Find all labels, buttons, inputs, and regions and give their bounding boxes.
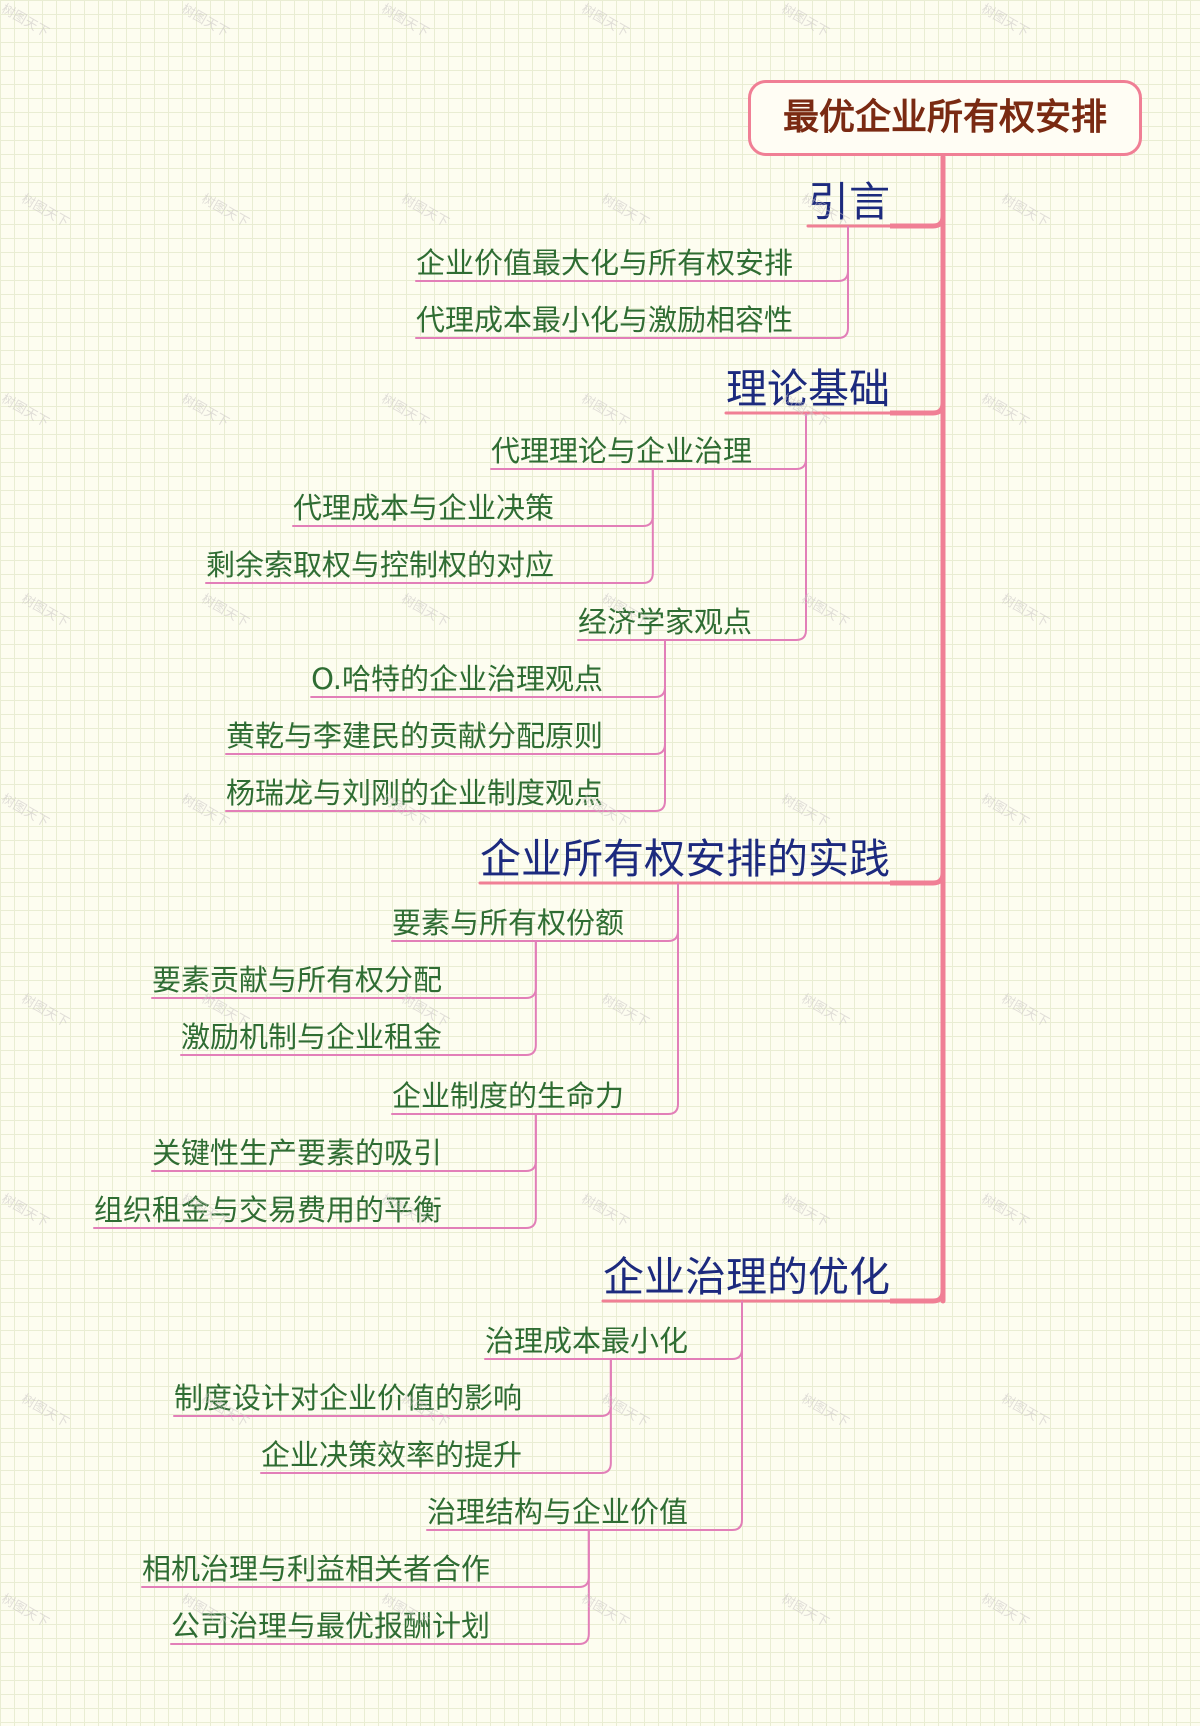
branch-3-child-0-leaf-1-connector — [522, 1359, 612, 1474]
branch-2-connector — [890, 871, 946, 886]
branch-3-child-1-leaf-1[interactable]: 公司治理与最优报酬计划 — [170, 1609, 490, 1643]
branch-2-child-1-leaf-1[interactable]: 组织租金与交易费用的平衡 — [93, 1193, 442, 1227]
branch-1-connector — [890, 401, 946, 416]
branch-1-child-0[interactable]: 代理理论与企业治理 — [490, 434, 752, 468]
branch-1-child-1-leaf-0[interactable]: O.哈特的企业治理观点 — [311, 662, 603, 696]
branch-2-child-1-leaf-0[interactable]: 关键性生产要素的吸引 — [151, 1136, 442, 1170]
branch-1-node[interactable]: 理论基础 — [726, 365, 890, 413]
branch-0-node[interactable]: 引言 — [808, 178, 890, 226]
branch-3-child-0-leaf-0-connector — [522, 1359, 612, 1417]
branch-3-node[interactable]: 企业治理的优化 — [603, 1253, 890, 1301]
branch-0-child-0-connector — [793, 226, 849, 282]
branch-2-child-0-leaf-1[interactable]: 激励机制与企业租金 — [180, 1020, 442, 1054]
branch-2-node[interactable]: 企业所有权安排的实践 — [480, 835, 890, 883]
branch-1-child-1-leaf-1[interactable]: 黄乾与李建民的贡献分配原则 — [225, 719, 603, 753]
branch-1-child-0-leaf-1[interactable]: 剩余索取权与控制权的对应 — [205, 548, 554, 582]
branch-2-child-0-leaf-0[interactable]: 要素贡献与所有权分配 — [151, 963, 442, 997]
branch-0-connector — [890, 214, 946, 229]
branch-3-child-0[interactable]: 治理成本最小化 — [484, 1324, 688, 1358]
branch-3-child-1-connector — [688, 1301, 743, 1531]
branch-2-child-0-leaf-1-connector — [442, 941, 537, 1056]
branch-3-child-0-leaf-1[interactable]: 企业决策效率的提升 — [260, 1438, 522, 1472]
branch-2-child-1-leaf-0-connector — [442, 1114, 537, 1172]
branch-1-child-1-leaf-2-connector — [603, 640, 666, 812]
branch-1-child-0-leaf-0[interactable]: 代理成本与企业决策 — [292, 491, 554, 525]
branch-1-child-1[interactable]: 经济学家观点 — [577, 605, 752, 639]
branch-1-child-0-connector — [752, 413, 807, 470]
branch-2-child-1-leaf-1-connector — [442, 1114, 537, 1229]
branch-2-child-0[interactable]: 要素与所有权份额 — [391, 906, 624, 940]
branch-1-child-0-leaf-0-connector — [554, 469, 654, 527]
branch-1-child-1-leaf-2[interactable]: 杨瑞龙与刘刚的企业制度观点 — [225, 776, 603, 810]
branch-2-child-0-connector — [624, 883, 679, 942]
branch-3-connector — [890, 1289, 946, 1304]
branch-2-child-0-leaf-0-connector — [442, 941, 537, 999]
branch-3-child-1[interactable]: 治理结构与企业价值 — [426, 1495, 688, 1529]
branch-3-child-0-connector — [688, 1301, 743, 1360]
branch-0-child-1[interactable]: 代理成本最小化与激励相容性 — [415, 303, 793, 337]
branch-2-child-1[interactable]: 企业制度的生命力 — [391, 1079, 624, 1113]
branch-0-child-0[interactable]: 企业价值最大化与所有权安排 — [415, 246, 793, 280]
branch-3-child-0-leaf-0[interactable]: 制度设计对企业价值的影响 — [173, 1381, 522, 1415]
branch-2-child-1-connector — [624, 883, 679, 1115]
branch-3-child-1-leaf-0-connector — [490, 1530, 590, 1588]
branch-1-child-1-connector — [752, 413, 807, 641]
branch-1-child-1-leaf-0-connector — [603, 640, 666, 698]
branch-1-child-0-leaf-1-connector — [554, 469, 654, 584]
root-node[interactable]: 最优企业所有权安排 — [748, 80, 1142, 156]
branch-3-child-1-leaf-1-connector — [490, 1530, 590, 1645]
branch-0-child-1-connector — [793, 226, 849, 339]
branch-3-child-1-leaf-0[interactable]: 相机治理与利益相关者合作 — [141, 1552, 490, 1586]
